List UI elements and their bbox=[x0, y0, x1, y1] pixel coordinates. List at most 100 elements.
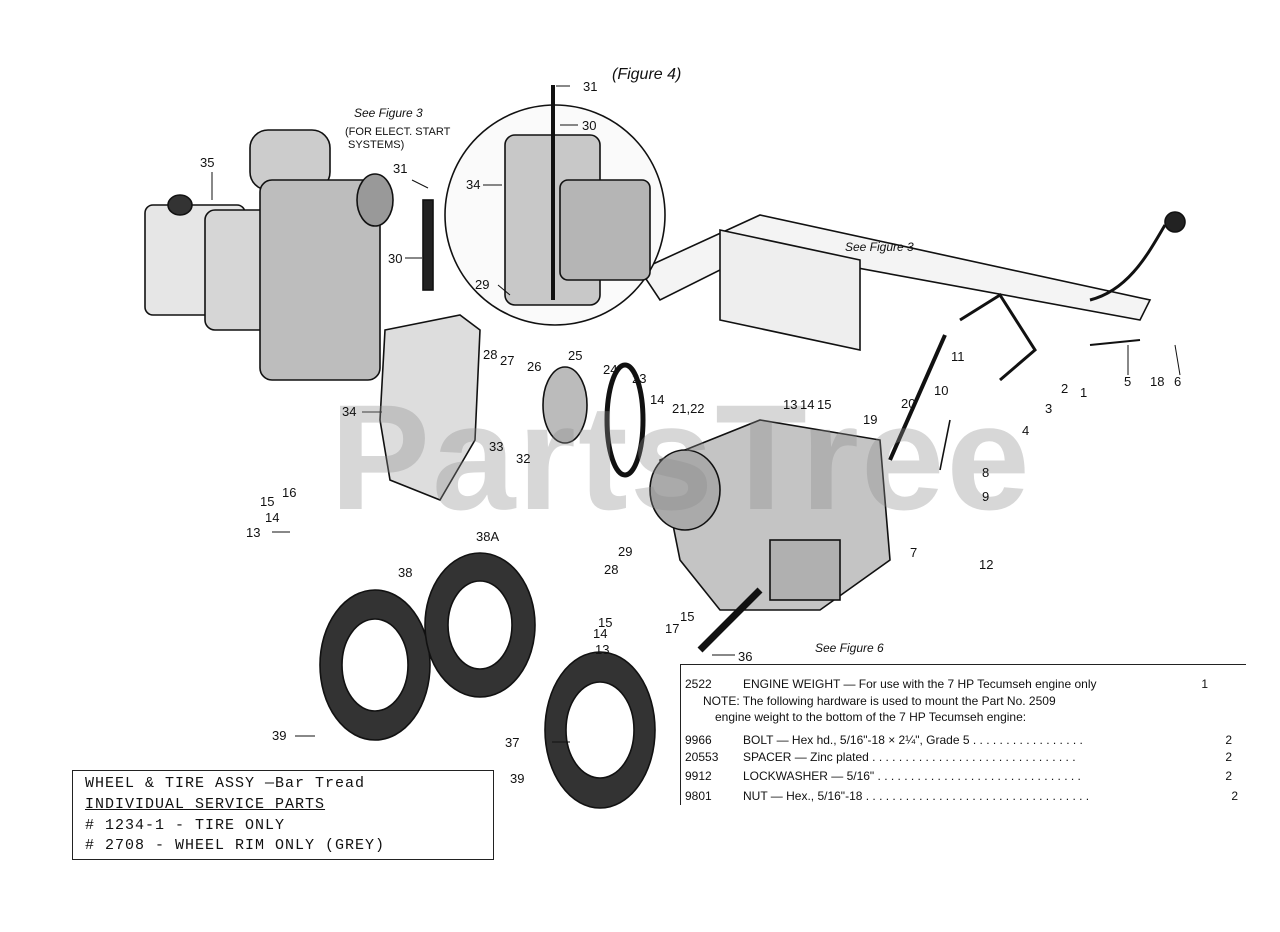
callout: 13 bbox=[783, 397, 798, 412]
note-see-figure-6: See Figure 6 bbox=[815, 641, 884, 655]
part-number: 9966 bbox=[685, 733, 712, 747]
callout: 17 bbox=[665, 621, 680, 636]
callout: 39 bbox=[510, 771, 525, 786]
callout: 15 bbox=[598, 615, 613, 630]
part-description: SPACER — Zinc plated . . . . . . . . . .… bbox=[743, 750, 1076, 764]
parts-list: 2522 ENGINE WEIGHT — For use with the 7 … bbox=[680, 664, 1246, 805]
wheel-box-title: WHEEL & TIRE ASSY —Bar Tread bbox=[85, 775, 366, 792]
axle bbox=[697, 587, 763, 653]
part-number: 9912 bbox=[685, 769, 712, 783]
note-elect-start: (FOR ELECT. START bbox=[345, 126, 451, 138]
callout: 19 bbox=[863, 412, 878, 427]
part-description: ENGINE WEIGHT — For use with the 7 HP Te… bbox=[743, 677, 1097, 691]
part-quantity: 1 bbox=[1201, 677, 1208, 691]
callout: 30 bbox=[582, 118, 597, 133]
parts-row: 20553 SPACER — Zinc plated . . . . . . .… bbox=[681, 750, 1246, 768]
callout: 13 bbox=[246, 525, 261, 540]
watermark: PartsTree bbox=[330, 373, 1032, 541]
callout: 8 bbox=[982, 465, 990, 480]
parts-row: 9912 LOCKWASHER — 5/16" . . . . . . . . … bbox=[681, 769, 1246, 787]
callout: 26 bbox=[527, 359, 542, 374]
callout: 28 bbox=[604, 562, 619, 577]
callout: 31 bbox=[393, 161, 408, 176]
handlebar-frame bbox=[638, 214, 1152, 321]
parts-row: 2522 ENGINE WEIGHT — For use with the 7 … bbox=[681, 677, 1246, 695]
callout: 34 bbox=[466, 177, 481, 192]
wheel-rear-right bbox=[424, 552, 536, 698]
wheel-front bbox=[544, 651, 656, 809]
part-number: 2522 bbox=[685, 677, 712, 691]
handle-grip bbox=[1164, 211, 1186, 233]
callout: 15 bbox=[260, 494, 275, 509]
callout: 39 bbox=[272, 728, 287, 743]
callout: 14 bbox=[265, 510, 280, 525]
callout: 1 bbox=[1080, 385, 1088, 400]
callout: 34 bbox=[342, 404, 357, 419]
callout: 24 bbox=[603, 362, 618, 377]
callout: 14 bbox=[593, 626, 608, 641]
callout: 11 bbox=[951, 349, 965, 364]
part-description: BOLT — Hex hd., 5/16"-18 × 2¼", Grade 5 … bbox=[743, 733, 1083, 747]
callout: 21,22 bbox=[672, 401, 705, 416]
callout: 20 bbox=[901, 396, 916, 411]
parts-note-line-2: engine weight to the bottom of the 7 HP … bbox=[715, 710, 1027, 724]
engine-block bbox=[259, 179, 381, 381]
note-see-figure-3: See Figure 3 bbox=[354, 106, 423, 120]
note-elect-start-2: SYSTEMS) bbox=[348, 139, 405, 151]
drive-belt bbox=[604, 362, 646, 478]
part-description: LOCKWASHER — 5/16" . . . . . . . . . . .… bbox=[743, 769, 1081, 783]
callout: 23 bbox=[632, 371, 647, 386]
part-quantity: 2 bbox=[1225, 750, 1232, 764]
parts-note-line-1: NOTE: The following hardware is used to … bbox=[703, 694, 1056, 708]
callout: 36 bbox=[738, 649, 753, 664]
callout: 30 bbox=[388, 251, 403, 266]
callout: 15 bbox=[680, 609, 695, 624]
shift-rod bbox=[422, 199, 434, 291]
callout: 35 bbox=[200, 155, 215, 170]
callout: 2 bbox=[1061, 381, 1069, 396]
callout: 25 bbox=[568, 348, 583, 363]
callout: 15 bbox=[817, 397, 832, 412]
callout: 32 bbox=[516, 451, 531, 466]
part-quantity: 2 bbox=[1225, 733, 1232, 747]
callout: 4 bbox=[1022, 423, 1030, 438]
callout: 18 bbox=[1150, 374, 1165, 389]
wheel-box-tire: # 1234-1 - TIRE ONLY bbox=[85, 817, 286, 834]
wheel-box-rim: # 2708 - WHEEL RIM ONLY (GREY) bbox=[85, 837, 386, 854]
callout: 14 bbox=[650, 392, 665, 407]
callout: 31 bbox=[583, 79, 598, 94]
callout: 29 bbox=[475, 277, 490, 292]
callout: 13 bbox=[595, 642, 610, 657]
parts-row: 9966 BOLT — Hex hd., 5/16"-18 × 2¼", Gra… bbox=[681, 733, 1246, 751]
callout: 29 bbox=[618, 544, 633, 559]
part-number: 9801 bbox=[685, 789, 712, 803]
bracket bbox=[379, 314, 481, 501]
wheel-box-subtitle: INDIVIDUAL SERVICE PARTS bbox=[85, 796, 326, 813]
callout: 12 bbox=[979, 557, 994, 572]
figure-title: (Figure 4) bbox=[612, 66, 682, 83]
callout: 37 bbox=[505, 735, 520, 750]
callout: 3 bbox=[1045, 401, 1053, 416]
callout: 27 bbox=[500, 353, 515, 368]
wheel-rear-left bbox=[319, 589, 431, 741]
callout: 7 bbox=[910, 545, 918, 560]
part-description: NUT — Hex., 5/16"-18 . . . . . . . . . .… bbox=[743, 789, 1090, 803]
part-quantity: 2 bbox=[1231, 789, 1238, 803]
callout: 16 bbox=[282, 485, 297, 500]
part-quantity: 2 bbox=[1225, 769, 1232, 783]
callout: 28 bbox=[483, 347, 498, 362]
pulley bbox=[542, 366, 588, 444]
callout: 14 bbox=[800, 397, 815, 412]
callout: 5 bbox=[1124, 374, 1132, 389]
callout: 9 bbox=[982, 489, 990, 504]
callout: 38 bbox=[398, 565, 413, 580]
callout: 6 bbox=[1174, 374, 1182, 389]
callout: 38A bbox=[476, 529, 500, 544]
part-number: 20553 bbox=[685, 750, 719, 764]
parts-row: 9801 NUT — Hex., 5/16"-18 . . . . . . . … bbox=[681, 789, 1246, 807]
note-see-figure-3-mid: See Figure 3 bbox=[845, 240, 914, 254]
wheel-tire-service-box: WHEEL & TIRE ASSY —Bar Tread INDIVIDUAL … bbox=[72, 770, 494, 860]
callout: 33 bbox=[489, 439, 504, 454]
